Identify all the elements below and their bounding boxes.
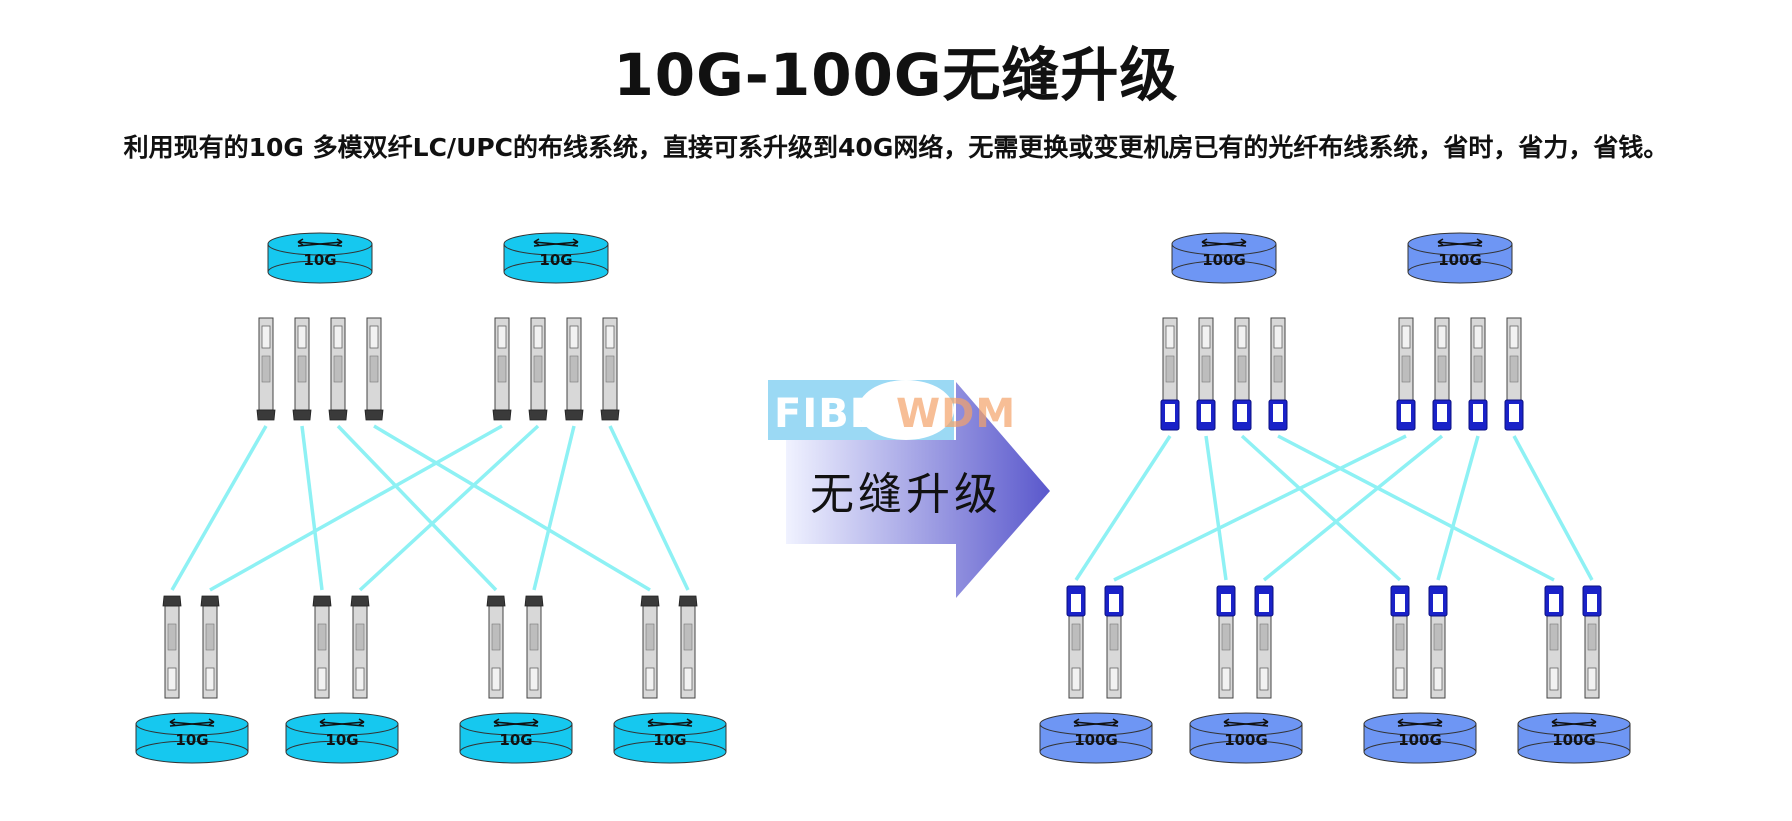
switch-label: 100G [1074, 731, 1118, 749]
fiber-link [373, 424, 651, 592]
transceiver-module [1104, 585, 1124, 699]
transceiver-module [1468, 317, 1488, 431]
transceiver-module [1396, 317, 1416, 431]
upgrade-arrow: FIBER WDM 无缝升级 [768, 380, 1050, 598]
transceiver-module [1504, 317, 1524, 431]
bottom-switch: 100G [1039, 712, 1153, 764]
transceiver-module [1160, 317, 1180, 431]
fiber-link [1262, 434, 1444, 582]
transceiver-module [292, 317, 312, 421]
top-switch: 10G [267, 232, 373, 284]
switch-label: 10G [303, 251, 336, 269]
fiber-link [1512, 435, 1594, 581]
transceiver-module [1196, 317, 1216, 431]
switch-label: 100G [1202, 251, 1246, 269]
transceiver-module [486, 595, 506, 699]
bottom-switch: 100G [1517, 712, 1631, 764]
router-arrows-icon [1397, 718, 1443, 727]
transceiver-module [200, 595, 220, 699]
transceiver-module [678, 595, 698, 699]
fiber-link [358, 424, 540, 592]
top-switch: 100G [1407, 232, 1513, 284]
transceiver-module [1066, 585, 1086, 699]
fiber-link [209, 424, 503, 592]
fiber-link [608, 425, 690, 591]
fiber-link [1277, 434, 1555, 582]
transceiver-module [1232, 317, 1252, 431]
fiber-link [1204, 435, 1228, 581]
router-arrows-icon [1223, 718, 1269, 727]
transceiver-module [1254, 585, 1274, 699]
switch-label: 10G [499, 731, 532, 749]
bottom-switch: 10G [459, 712, 573, 764]
transceiver-modules [162, 317, 1602, 699]
transceiver-module [1432, 317, 1452, 431]
switch-label: 100G [1398, 731, 1442, 749]
top-switch: 100G [1171, 232, 1277, 284]
switch-label: 100G [1224, 731, 1268, 749]
transceiver-module [1582, 585, 1602, 699]
router-arrows-icon [1437, 238, 1483, 247]
top-switch: 10G [503, 232, 609, 284]
transceiver-module [492, 317, 512, 421]
transceiver-module [256, 317, 276, 421]
router-arrows-icon [1551, 718, 1597, 727]
transceiver-module [162, 595, 182, 699]
router-arrows-icon [319, 718, 365, 727]
bottom-switch: 10G [135, 712, 249, 764]
page-title: 10G-100G无缝升级 [613, 41, 1179, 109]
switches: 10G 10G 10G 10G 10G 10G 100G 100G 100G 100G 100G 10… [135, 232, 1631, 764]
bottom-switch: 10G [285, 712, 399, 764]
transceiver-module [312, 595, 332, 699]
switch-label: 100G [1552, 731, 1596, 749]
watermark-ellipse [858, 380, 954, 440]
fiber-link [1240, 434, 1402, 582]
watermark-fiber: FIBER [774, 391, 910, 437]
bottom-switch: 100G [1363, 712, 1477, 764]
arrow-shape [786, 382, 1050, 598]
transceiver-module [364, 317, 384, 421]
transceiver-module [1544, 585, 1564, 699]
fiber-link [1113, 434, 1407, 582]
transceiver-module [1390, 585, 1410, 699]
router-arrows-icon [1201, 238, 1247, 247]
switch-label: 10G [325, 731, 358, 749]
router-arrows-icon [493, 718, 539, 727]
transceiver-module [328, 317, 348, 421]
switch-label: 100G [1438, 251, 1482, 269]
router-arrows-icon [533, 238, 579, 247]
fiber-link [1074, 435, 1172, 581]
router-arrows-icon [169, 718, 215, 727]
transceiver-module [1216, 585, 1236, 699]
fiber-links [170, 424, 1594, 592]
bottom-switch: 10G [613, 712, 727, 764]
transceiver-module [640, 595, 660, 699]
router-arrows-icon [1073, 718, 1119, 727]
transceiver-module [564, 317, 584, 421]
fiber-link [170, 425, 268, 591]
fiber-link [532, 425, 576, 591]
watermark-wdm: WDM [896, 391, 1016, 437]
switch-label: 10G [539, 251, 572, 269]
transceiver-module [600, 317, 620, 421]
switch-label: 10G [653, 731, 686, 749]
router-arrows-icon [297, 238, 343, 247]
transceiver-module [1268, 317, 1288, 431]
transceiver-module [350, 595, 370, 699]
arrow-label: 无缝升级 [810, 469, 1002, 520]
transceiver-module [528, 317, 548, 421]
transceiver-module [524, 595, 544, 699]
fiber-link [300, 425, 324, 591]
fiber-link [1436, 435, 1480, 581]
fiber-link [336, 424, 498, 592]
router-arrows-icon [647, 718, 693, 727]
transceiver-module [1428, 585, 1448, 699]
bottom-switch: 100G [1189, 712, 1303, 764]
switch-label: 10G [175, 731, 208, 749]
page-subtitle: 利用现有的10G 多模双纤LC/UPC的布线系统，直接可系升级到40G网络，无需… [123, 133, 1669, 162]
